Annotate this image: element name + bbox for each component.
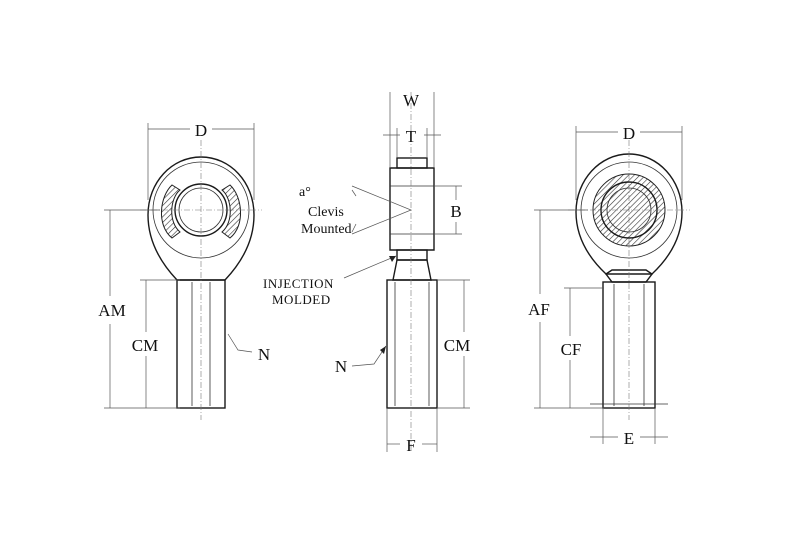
middle-view: W T B a° Clevis Mounted INJECTION MOLDED… [263, 91, 470, 455]
mid-injection-label-1: INJECTION [263, 276, 334, 291]
mid-ball-body [389, 167, 435, 251]
left-d-label: D [195, 121, 207, 140]
right-body [602, 281, 656, 409]
mid-n-label: N [335, 357, 347, 376]
mid-n-arrow [380, 346, 386, 354]
mid-injection-leader [343, 255, 397, 279]
left-n-label: N [258, 345, 270, 364]
mid-injection-arrow [389, 256, 396, 262]
mid-clevis-angle [351, 185, 412, 235]
mid-top-cap [396, 157, 428, 169]
mid-n-leader [351, 345, 387, 367]
right-d-label: D [623, 124, 635, 143]
left-n-leader [227, 333, 253, 353]
left-liner-right [221, 184, 242, 239]
mid-injection-label-2: MOLDED [272, 292, 331, 307]
right-cf-label: CF [561, 340, 582, 359]
left-am-label: AM [98, 301, 125, 320]
mid-t-label: T [406, 127, 417, 146]
left-view: D AM CM N [98, 121, 270, 420]
mid-b-label: B [450, 202, 461, 221]
left-cm-label: CM [132, 336, 158, 355]
right-view: D AF CF E [528, 124, 690, 448]
mid-clevis-label-2: Mounted [301, 222, 352, 237]
mid-w-label: W [403, 91, 420, 110]
mid-shank [386, 279, 438, 409]
right-e-label: E [624, 429, 634, 448]
mid-bottom-cap [396, 249, 428, 261]
left-liner-left [160, 184, 181, 239]
mid-clevis-tick-b [351, 223, 357, 233]
mid-f-label: F [406, 436, 415, 455]
right-af-label: AF [528, 300, 550, 319]
mid-angle-label: a° [299, 185, 311, 200]
mid-clevis-tick-a [351, 189, 357, 197]
mid-cm-label: CM [444, 336, 470, 355]
mid-clevis-label-1: Clevis [308, 205, 344, 220]
left-head-outline [147, 156, 255, 281]
mid-neck [392, 259, 432, 281]
